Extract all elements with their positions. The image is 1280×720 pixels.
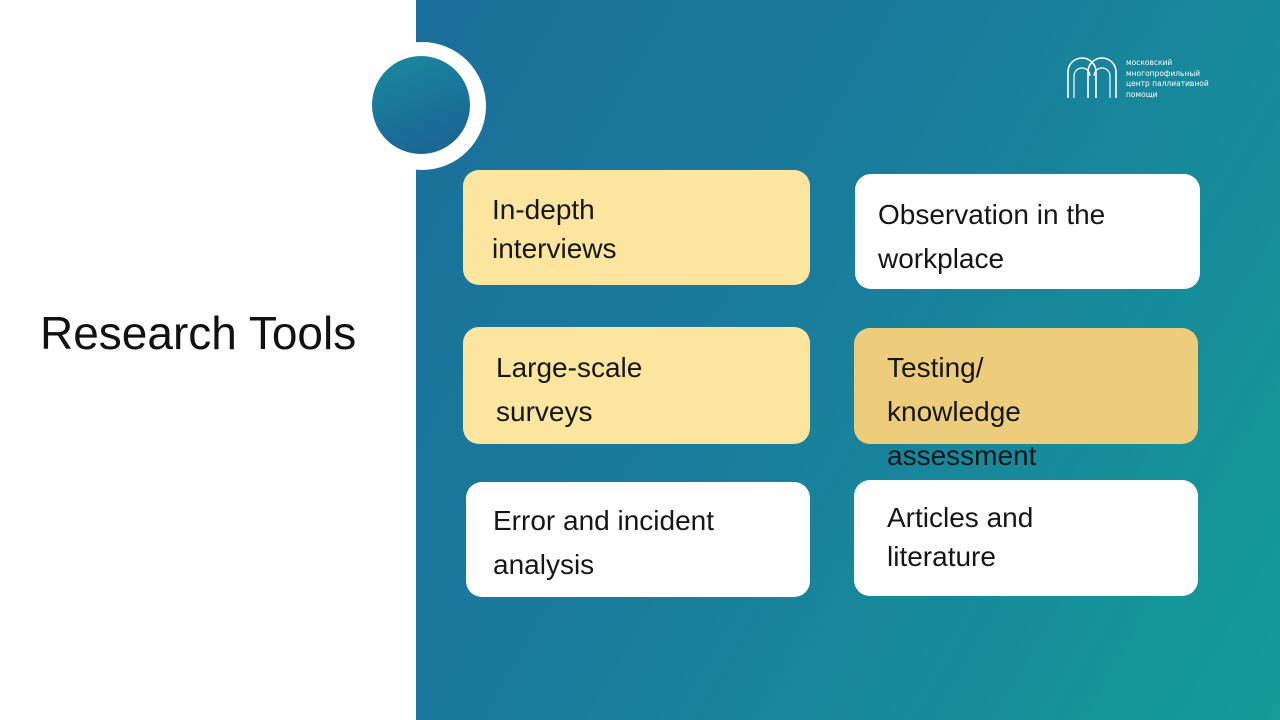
logo-line: многопрофильный — [1126, 68, 1201, 78]
card-label: In-depth interviews — [492, 190, 616, 268]
card-in-depth-interviews: In-depth interviews — [463, 170, 810, 285]
card-line: literature — [887, 541, 996, 572]
mmcpc-logo-icon — [1067, 57, 1117, 98]
card-line: workplace — [878, 243, 1005, 274]
card-line: interviews — [492, 233, 617, 264]
card-line: Observation in the — [878, 199, 1106, 230]
logo-line: Московский — [1126, 58, 1173, 67]
card-label: Articles and literature — [887, 498, 1033, 576]
card-line: Large-scale — [496, 352, 643, 383]
card-label: Error and incident analysis — [493, 499, 714, 587]
left-panel — [0, 0, 416, 720]
logo-line: помощи — [1126, 89, 1158, 99]
card-line: Articles and — [887, 502, 1034, 533]
slide-title: Research Tools — [40, 307, 357, 359]
card-line: assessment — [887, 440, 1037, 471]
organization-logo: Московский многопрофильный центр паллиат… — [1064, 52, 1224, 102]
card-line: Error and incident — [493, 505, 715, 536]
card-label: Large-scale surveys — [496, 346, 642, 434]
card-error-incident-analysis: Error and incident analysis — [466, 482, 810, 597]
card-label: Testing/ knowledge assessment — [887, 346, 1036, 478]
card-large-scale-surveys: Large-scale surveys — [463, 327, 810, 444]
logo-line: центр паллиативной — [1126, 79, 1209, 88]
logo-text: Московский многопрофильный центр паллиат… — [1126, 58, 1209, 100]
card-line: Testing/ — [887, 352, 984, 383]
card-line: knowledge — [887, 396, 1021, 427]
card-articles-literature: Articles and literature — [854, 480, 1198, 596]
card-line: surveys — [496, 396, 593, 427]
card-line: analysis — [493, 549, 595, 580]
card-label: Observation in the workplace — [878, 193, 1105, 281]
decorative-circle — [372, 56, 470, 154]
card-line: In-depth — [492, 194, 595, 225]
card-testing-knowledge-assessment: Testing/ knowledge assessment — [854, 328, 1198, 471]
card-observation-workplace: Observation in the workplace — [855, 174, 1200, 289]
